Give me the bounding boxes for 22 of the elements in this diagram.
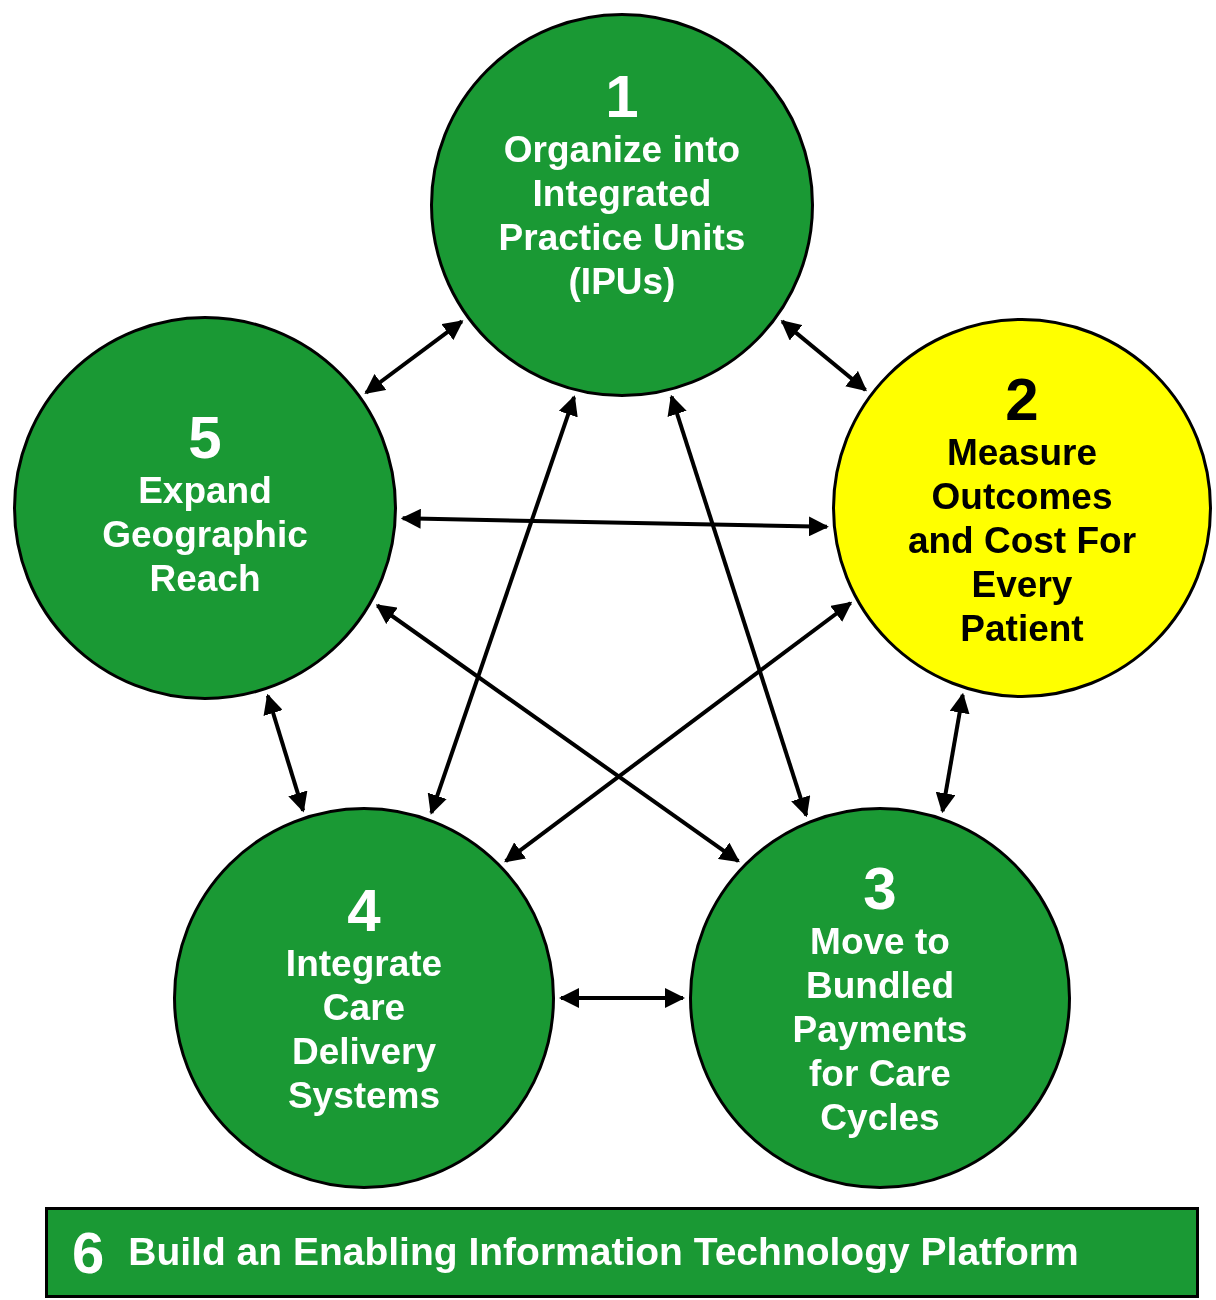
step-number: 2 [1005,369,1039,431]
double-arrow [400,508,829,537]
step-title: Expand Geographic Reach [101,469,309,601]
double-arrow [935,692,970,814]
step-number: 6 [72,1219,105,1287]
step-number: 1 [605,66,639,128]
double-arrow [780,319,867,392]
step-title: Move to Bundled Payments for Care Cycles [791,920,969,1140]
double-arrow [364,319,464,395]
double-arrow [427,395,578,815]
platform-bar [45,1207,1199,1298]
step-number: 5 [188,407,222,469]
double-arrow [375,603,740,863]
step-title: Organize into Integrated Practice Units (IPUs) [497,128,747,304]
step-number: 4 [347,880,381,942]
step-title: Integrate Care Delivery Systems [284,942,444,1118]
step-number: 3 [863,858,897,920]
step-title: Build an Enabling Information Technology Platform [128,1229,1079,1276]
double-arrow [559,988,685,1008]
step-title: Measure Outcomes and Cost For Every Patient [907,431,1137,651]
double-arrow [504,601,853,863]
double-arrow [263,693,308,813]
